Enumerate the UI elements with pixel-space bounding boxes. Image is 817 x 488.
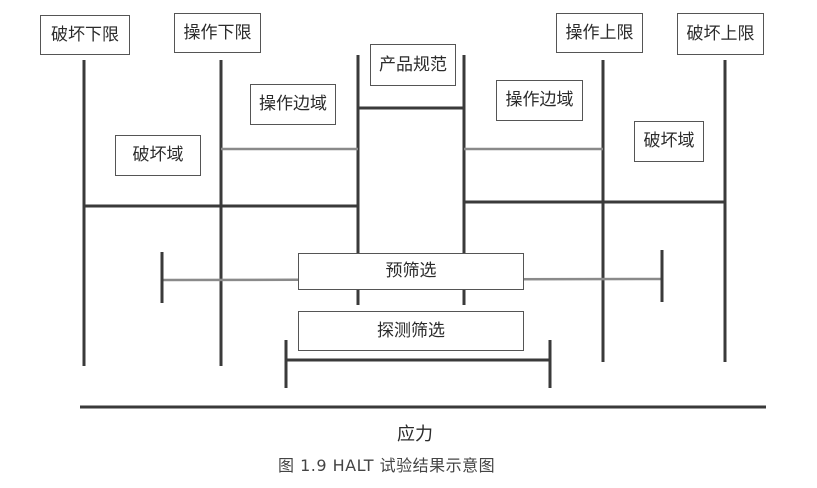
operate-upper-label: 操作上限 [556, 13, 643, 53]
destruct-margin-right-label: 破坏域 [634, 121, 704, 162]
operate-margin-left-label: 操作边域 [250, 84, 336, 125]
figure-caption: 图 1.9 HALT 试验结果示意图 [278, 456, 496, 475]
precipitation-screen-label: 预筛选 [298, 253, 524, 290]
destruct-lower-label: 破坏下限 [40, 15, 130, 55]
operate-lower-label: 操作下限 [174, 13, 261, 53]
destruct-margin-left-label: 破坏域 [115, 135, 201, 176]
operate-margin-right-label: 操作边域 [496, 80, 583, 121]
destruct-upper-label: 破坏上限 [677, 13, 764, 55]
detection-screen-label: 探测筛选 [298, 311, 524, 351]
stress-axis-label: 应力 [397, 424, 433, 445]
spec-label: 产品规范 [370, 44, 456, 86]
